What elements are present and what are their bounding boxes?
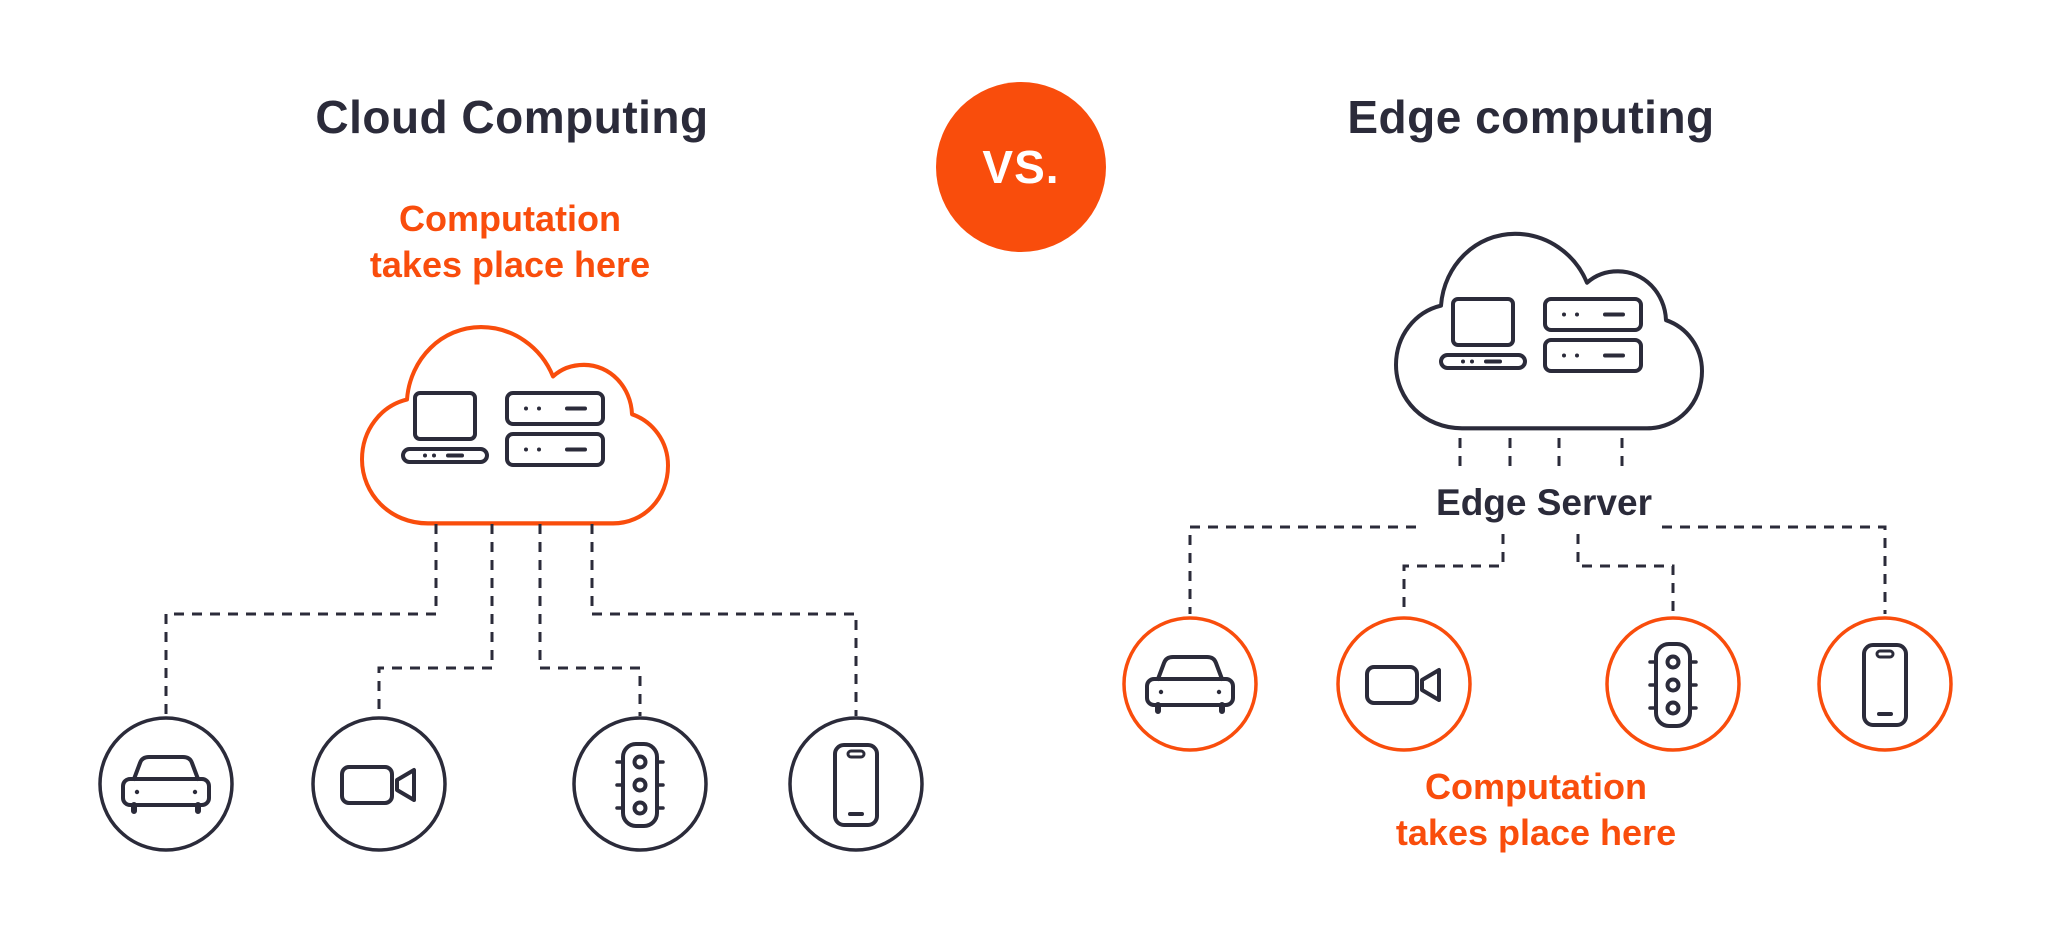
- device-circle: [98, 716, 234, 852]
- device-circle: [1336, 616, 1472, 752]
- dashed-connector: [1662, 525, 1887, 614]
- car-icon: [1147, 657, 1233, 711]
- device-circle: [1122, 616, 1258, 752]
- dashed-connector: [538, 524, 642, 716]
- dashed-connector: [1576, 534, 1675, 614]
- smartphone-icon: [833, 743, 879, 827]
- traffic-light-icon: [1648, 642, 1698, 728]
- annotation-line: takes place here: [369, 244, 651, 285]
- vs-label: VS.: [982, 141, 1060, 193]
- right-device-circles: [1122, 616, 1953, 752]
- car-icon: [123, 757, 209, 811]
- device-circle: [788, 716, 924, 852]
- right-connectors: [1188, 438, 1887, 614]
- dashed-connector: [590, 524, 858, 716]
- cloud-outline-right: [1394, 231, 1704, 431]
- dashed-connector: [1402, 534, 1505, 614]
- dashed-connector: [377, 524, 494, 716]
- edge-computing-title: Edge computing: [1347, 91, 1715, 143]
- device-circle: [1817, 616, 1953, 752]
- annotation-line: Computation: [1425, 766, 1647, 807]
- dashed-connector: [1188, 525, 1416, 614]
- server-icon: [505, 391, 605, 467]
- annotation-line: Computation: [399, 198, 621, 239]
- left-connectors: [164, 524, 858, 716]
- smartphone-icon: [1862, 643, 1908, 727]
- device-circle: [572, 716, 708, 852]
- device-circle: [311, 716, 447, 852]
- cloud-outline-left: [360, 324, 670, 526]
- server-icon: [1543, 297, 1643, 373]
- right-computation-annotation: Computation takes place here: [1276, 764, 1796, 856]
- laptop-icon: [1439, 297, 1527, 370]
- video-camera-icon: [340, 765, 416, 805]
- traffic-light-icon: [615, 742, 665, 828]
- laptop-icon: [401, 391, 489, 464]
- cloud-computing-title: Cloud Computing: [315, 91, 709, 143]
- device-circle: [1605, 616, 1741, 752]
- video-camera-icon: [1365, 665, 1441, 705]
- vs-badge: VS.: [936, 82, 1106, 252]
- left-device-circles: [98, 716, 924, 852]
- annotation-line: takes place here: [1395, 812, 1677, 853]
- edge-server-label: Edge Server: [1436, 482, 1652, 523]
- left-computation-annotation: Computation takes place here: [250, 196, 770, 288]
- dashed-connector: [164, 524, 438, 716]
